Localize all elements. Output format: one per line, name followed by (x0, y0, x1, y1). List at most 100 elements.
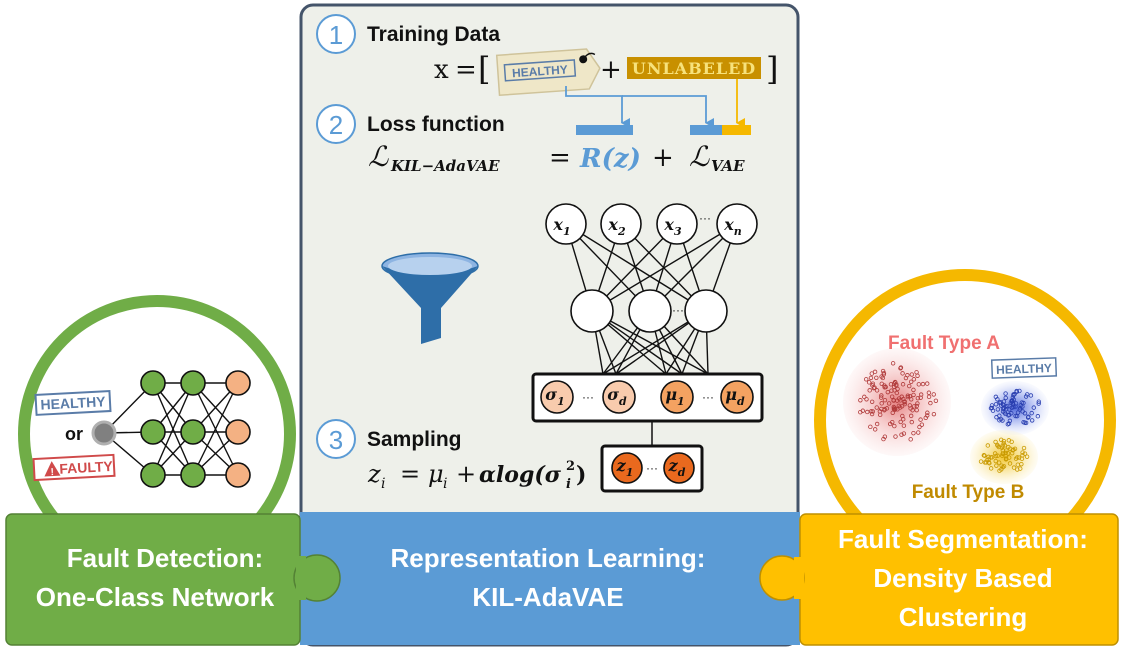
unlabeled-tag: UNLABELED (627, 57, 761, 79)
cluster-point (1001, 464, 1007, 469)
cluster-point (865, 409, 870, 415)
cluster-point (1017, 388, 1022, 394)
cluster-point (879, 401, 884, 406)
one-class-node (180, 419, 206, 445)
cluster-point (886, 401, 892, 406)
cluster-point (870, 409, 875, 414)
hidden-node-2 (628, 289, 672, 333)
cluster-point (900, 413, 905, 419)
cluster-point (892, 423, 897, 429)
cluster-point (893, 434, 898, 439)
cluster-point (900, 382, 906, 387)
cluster-point (1036, 399, 1041, 404)
cluster-point (905, 373, 910, 378)
left-faulty-stamp: ! FAULTY (32, 453, 116, 482)
loss-eq: = (549, 143, 571, 173)
one-class-node (140, 462, 166, 488)
sampling-plus: + (456, 460, 476, 488)
cluster-point (915, 395, 921, 401)
cluster-point (1004, 456, 1009, 461)
one-class-edge (192, 382, 239, 476)
cluster-point (917, 424, 922, 430)
cluster-point (890, 419, 895, 425)
cluster-point (988, 466, 994, 471)
cluster-point (987, 461, 992, 466)
cluster-point (882, 385, 887, 390)
cluster-point (908, 379, 914, 385)
center-label-band (300, 512, 800, 645)
sample-node-z-1 (611, 452, 643, 484)
cluster-point (926, 390, 932, 395)
left-healthy-stamp: HEALTHY (34, 389, 112, 416)
step-2: 2 Loss function (316, 104, 505, 144)
cluster-point (1000, 451, 1006, 456)
fault-segmentation-module: Fault Type A HEALTHY Fault Type B Fault … (759, 269, 1119, 646)
cluster-point (1006, 444, 1011, 450)
cluster-point (1019, 400, 1025, 405)
cluster-point (1000, 443, 1005, 448)
input-node (716, 203, 758, 245)
one-class-network (103, 370, 251, 488)
cluster-point (985, 443, 991, 448)
training-eq: = (455, 55, 477, 85)
sampling-eq: = (400, 460, 420, 488)
fault-segmentation-label: Fault Segmentation: (838, 524, 1088, 554)
latent-ellipsis-1: ··· (582, 390, 594, 404)
cluster-point (885, 389, 891, 395)
loss-vae-subscript: VAE (711, 157, 745, 175)
cluster-fault-type-b (970, 430, 1038, 484)
input-ellipsis: ··· (699, 211, 711, 225)
step-1: 1 Training Data (316, 14, 500, 54)
cluster-point (926, 394, 932, 400)
cluster-point (868, 375, 874, 381)
cluster-point (916, 382, 922, 387)
cluster-point (1022, 451, 1028, 456)
latent-node-mu-1 (660, 380, 694, 414)
training-open-bracket: [ (478, 50, 490, 88)
cluster-point (896, 403, 902, 409)
cluster-point (1024, 454, 1030, 459)
training-data-equation: x = [ HEALTHY + UNLABELED ] (434, 48, 778, 97)
cluster-point (1021, 445, 1027, 451)
cluster-point (869, 371, 874, 376)
cluster-point (1009, 398, 1014, 403)
cluster-point (912, 404, 917, 409)
loss-lhs: ℒ (368, 140, 389, 173)
hidden-node-1 (570, 289, 614, 333)
cluster-point (1005, 451, 1011, 456)
cluster-point (999, 403, 1004, 408)
input-node (656, 203, 698, 245)
latent-node-sigma-d (602, 380, 636, 414)
cluster-point (1007, 418, 1013, 424)
cluster-point (918, 417, 923, 422)
input-node (600, 203, 642, 245)
cluster-point (1003, 411, 1008, 417)
hidden-node-3 (684, 289, 728, 333)
cluster-point (1015, 455, 1020, 460)
cluster-point (869, 399, 875, 404)
cluster-point (997, 413, 1002, 418)
cluster-point (1002, 443, 1008, 448)
cluster-point (1018, 403, 1023, 408)
cluster-point (892, 405, 897, 410)
cluster-point (1026, 414, 1031, 419)
clustering-label: Clustering (899, 602, 1028, 632)
cluster-point (1012, 391, 1017, 397)
cluster-point (911, 387, 916, 393)
cluster-point (1008, 400, 1014, 406)
sample-ellipsis: ··· (646, 461, 658, 475)
cluster-point (1015, 410, 1021, 415)
cluster-point (907, 394, 913, 399)
cluster-point (918, 395, 923, 400)
cluster-point (923, 415, 928, 421)
cluster-point (909, 419, 914, 425)
cluster-point (889, 388, 894, 393)
kil-adavae-label: KIL-AdaVAE (472, 582, 623, 612)
loss-connectors (565, 79, 751, 135)
representation-learning-label: Representation Learning: (391, 543, 706, 573)
loss-regularizer: R(z) (579, 144, 641, 174)
sampling-equation: z i = μ i + αlog(σ 2 i ) (367, 459, 586, 492)
